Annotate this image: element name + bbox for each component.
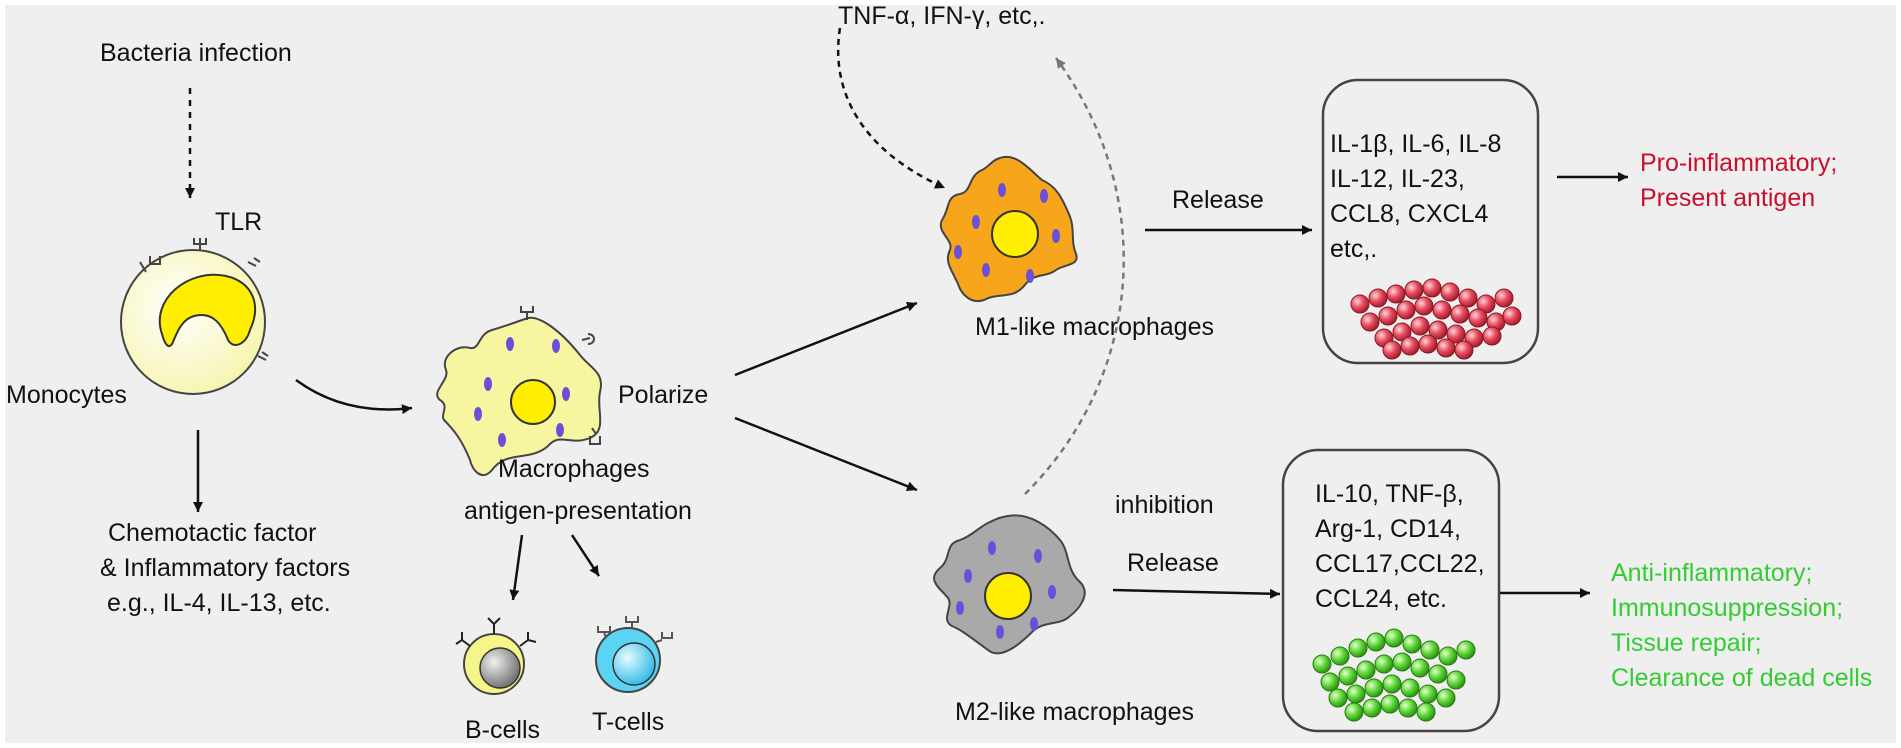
- m2-factor-line: IL-10, TNF-β,: [1315, 480, 1464, 508]
- tnf-ifn-label: TNF-α, IFN-γ, etc,.: [838, 2, 1046, 30]
- antigen-presentation-label: antigen-presentation: [464, 497, 692, 525]
- m1-factor-line: IL-1β, IL-6, IL-8: [1330, 130, 1501, 158]
- m1-factor-line: CCL8, CXCL4: [1330, 200, 1488, 228]
- m2-inhibition-dashed-arrow: [1024, 57, 1125, 495]
- m2-effect-line: Clearance of dead cells: [1611, 664, 1872, 692]
- chemotactic-factor-line1: Chemotactic factor: [108, 519, 316, 547]
- macrophage-cell-icon: [436, 306, 602, 476]
- release-bottom-label: Release: [1127, 549, 1219, 577]
- polarize-to-m1-arrow: [734, 301, 918, 377]
- m2-factor-line: CCL17,CCL22,: [1315, 550, 1485, 578]
- b-cells-label: B-cells: [465, 716, 540, 744]
- m1-factors-box: [1321, 78, 1540, 365]
- green-particles-icon: [1312, 628, 1476, 722]
- m2-macrophage-icon: [933, 514, 1086, 655]
- m2-factor-line: Arg-1, CD14,: [1315, 515, 1461, 543]
- m1-effect-line: Pro-inflammatory;: [1640, 149, 1837, 177]
- m2-effect-line: Immunosuppression;: [1611, 594, 1843, 622]
- chemotactic-factor-line3: e.g., IL-4, IL-13, etc.: [107, 589, 331, 617]
- tlr-label: TLR: [215, 208, 262, 236]
- monocyte-cell-icon: [120, 238, 269, 395]
- m1-factor-line: etc,.: [1330, 235, 1377, 263]
- m2-factors-box: [1281, 448, 1501, 733]
- macrophage-to-tcell-arrow: [570, 534, 601, 577]
- m1-factor-line: IL-12, IL-23,: [1330, 165, 1465, 193]
- m2-release-arrow: [1112, 588, 1281, 599]
- m2-effect-line: Anti-inflammatory;: [1611, 559, 1812, 587]
- inhibition-label: inhibition: [1115, 491, 1214, 519]
- red-particles-icon: [1350, 278, 1522, 360]
- macrophages-label: Macrophages: [498, 455, 649, 483]
- m1-label: M1-like macrophages: [975, 313, 1214, 341]
- m1-effect-line: Present antigen: [1640, 184, 1815, 212]
- release-top-label: Release: [1172, 186, 1264, 214]
- m2-effect-line: Tissue repair;: [1611, 629, 1762, 657]
- polarize-label: Polarize: [618, 381, 708, 409]
- m2-factor-line: CCL24, etc.: [1315, 585, 1447, 613]
- t-cell-icon: [595, 616, 673, 693]
- tnf-to-m1-dashed-arrow: [836, 27, 946, 190]
- monocyte-to-macrophage-arrow: [295, 378, 413, 415]
- polarize-to-m2-arrow: [734, 416, 918, 492]
- b-cell-icon: [455, 617, 537, 695]
- bacteria-infection-label: Bacteria infection: [100, 39, 292, 67]
- monocytes-label: Monocytes: [6, 381, 127, 409]
- m2-label: M2-like macrophages: [955, 698, 1194, 726]
- t-cells-label: T-cells: [592, 708, 664, 736]
- m1-macrophage-icon: [939, 155, 1078, 302]
- chemotactic-factor-line2: & Inflammatory factors: [100, 554, 350, 582]
- macrophage-to-bcell-arrow: [509, 534, 524, 601]
